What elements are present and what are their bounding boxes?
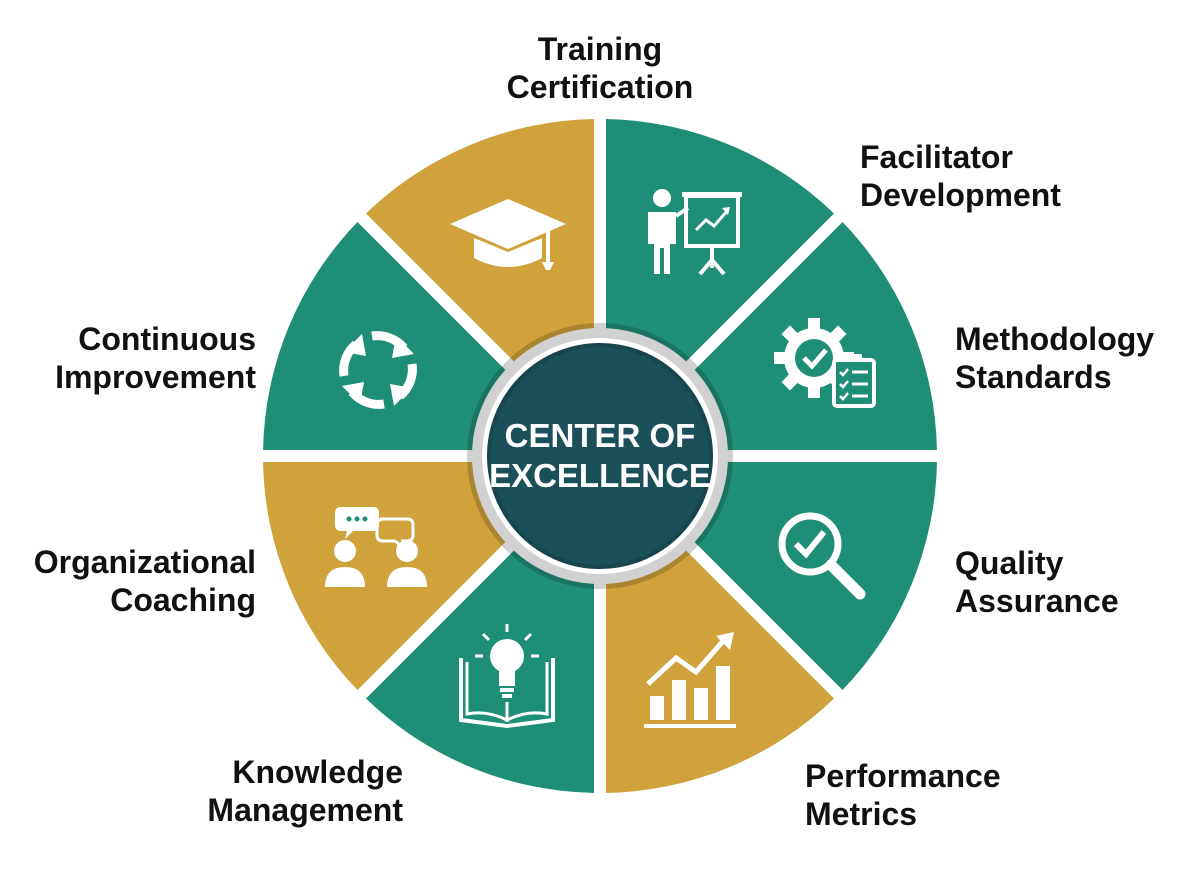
wheel-segment-methodology — [694, 462, 937, 691]
center-title-line1: CENTER OF — [505, 417, 696, 454]
lightbulb-book-icon — [459, 624, 555, 729]
center-title-line2: EXCELLENCE — [489, 457, 711, 494]
label-methodology-standards: Methodology Standards — [955, 321, 1155, 395]
label-knowledge-management: Knowledge Management — [207, 754, 403, 828]
label-facilitator-development: Facilitator Development — [860, 139, 1061, 213]
label-organizational-coaching: Organizational Coaching — [33, 544, 256, 618]
magnifier-check-icon — [778, 512, 866, 600]
label-continuous-improvement: Continuous Improvement — [55, 321, 256, 395]
wheel-segment-performance — [365, 550, 594, 793]
label-training-certification: Training Certification — [506, 31, 694, 105]
label-performance-metrics: Performance Metrics — [805, 758, 1001, 832]
wheel-segments — [263, 119, 937, 793]
people-chat-icon — [325, 507, 427, 587]
label-quality-assurance: Quality Assurance — [955, 545, 1119, 619]
cycle-arrows-icon — [339, 331, 417, 409]
graduation-cap-icon — [450, 199, 566, 270]
presenter-board-icon — [648, 189, 742, 276]
center-hub: CENTER OF EXCELLENCE — [467, 323, 733, 589]
wheel-segment-training — [606, 119, 835, 362]
wheel-segment-improvement — [365, 119, 594, 362]
wheel-icons — [325, 189, 876, 729]
bar-chart-trend-icon — [644, 632, 736, 728]
wheel-segment-knowledge — [263, 462, 506, 691]
